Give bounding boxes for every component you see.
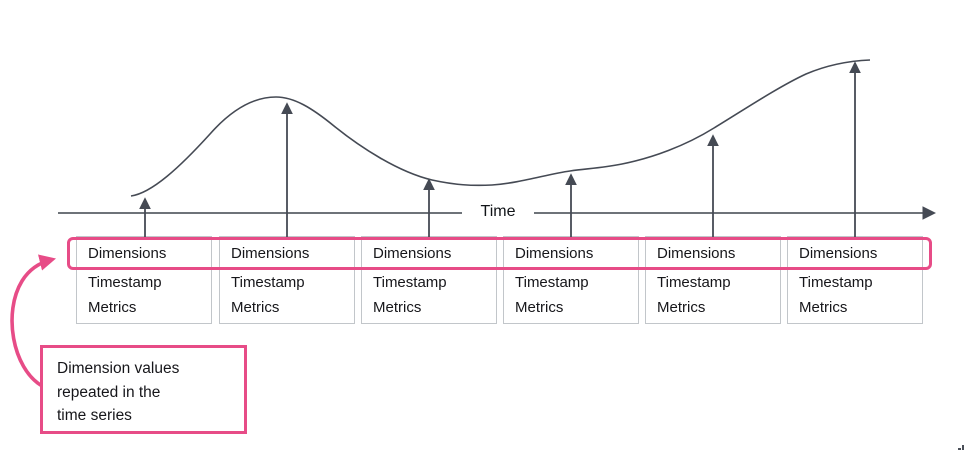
metrics-cell: Metrics [231, 298, 280, 316]
dimensions-cell: Dimensions [373, 245, 452, 262]
callout-text-line: repeated in the [57, 383, 161, 401]
metrics-cell: Metrics [657, 298, 706, 316]
dimensions-cell: Dimensions [515, 245, 594, 262]
dimensions-cell: Dimensions [799, 245, 878, 262]
time-axis-label: Time [464, 201, 532, 223]
timestamp-cell: Timestamp [799, 274, 873, 291]
record-box: Dimensions Timestamp Metrics [76, 236, 212, 324]
callout-text-line: time series [57, 407, 132, 424]
dimensions-cell: Dimensions [231, 245, 310, 262]
metrics-cell: Metrics [88, 298, 137, 316]
dimensions-cell: Dimensions [88, 245, 167, 262]
timestamp-cell: Timestamp [657, 274, 731, 291]
callout-box: Dimension values repeated in the time se… [40, 345, 247, 434]
record-box: Dimensions Timestamp Metrics [503, 236, 639, 324]
callout-text-line: Dimension values [57, 360, 180, 377]
timestamp-cell: Timestamp [231, 274, 305, 291]
metrics-cell: Metrics [799, 298, 848, 316]
resize-grip-icon [950, 441, 964, 450]
timestamp-cell: Timestamp [515, 274, 589, 291]
timestamp-cell: Timestamp [373, 274, 447, 291]
time-series-curve [130, 59, 871, 197]
record-box: Dimensions Timestamp Metrics [645, 236, 781, 324]
dimensions-highlight-band [67, 237, 932, 270]
record-box: Dimensions Timestamp Metrics [787, 236, 923, 324]
dimensions-cell: Dimensions [657, 245, 736, 262]
metrics-cell: Metrics [373, 298, 422, 316]
timestamp-cell: Timestamp [88, 274, 162, 291]
metrics-cell: Metrics [515, 298, 564, 316]
